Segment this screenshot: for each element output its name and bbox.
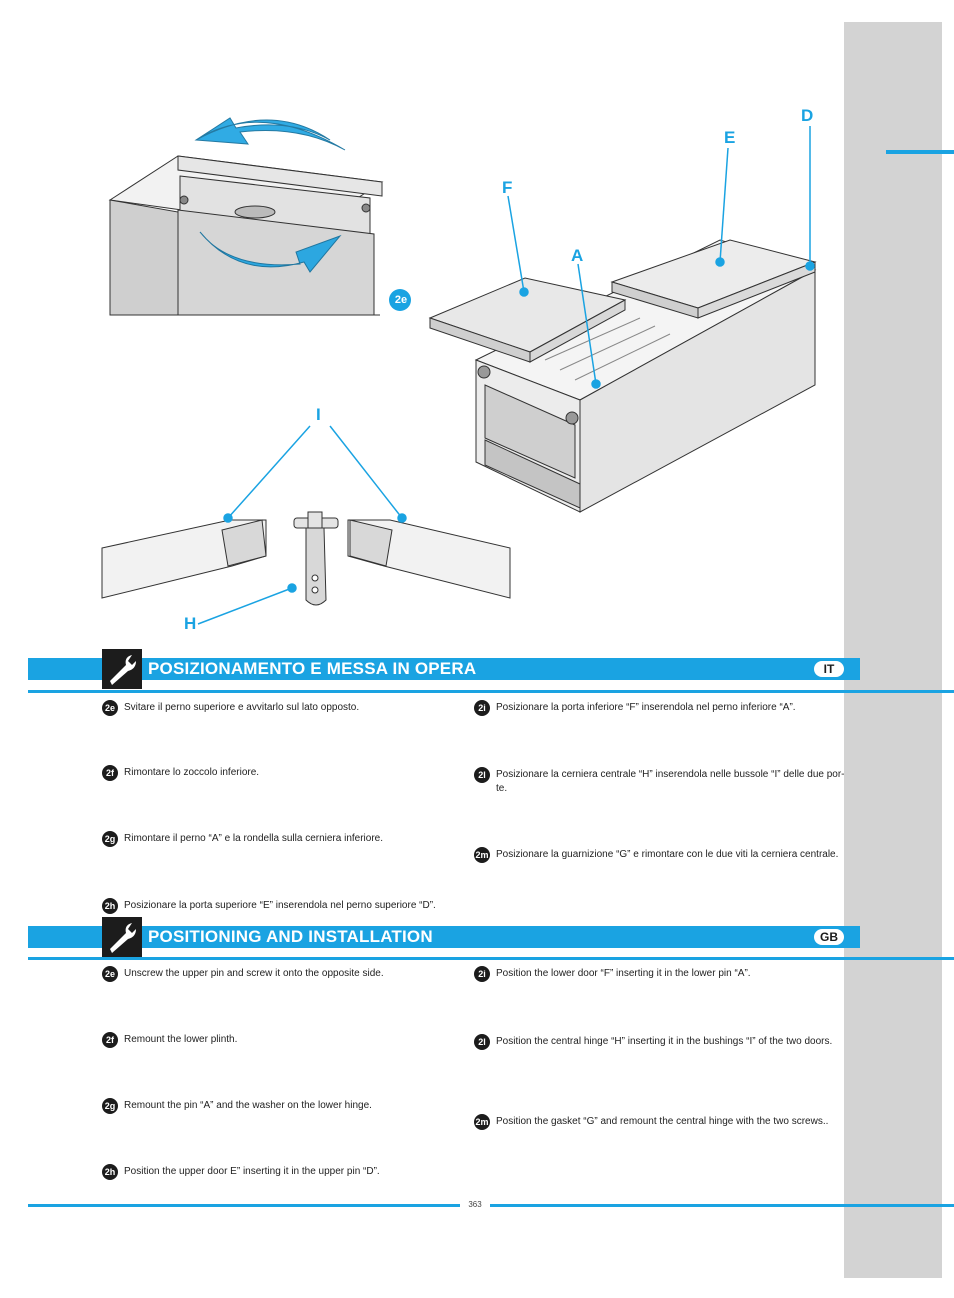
step-badge: 2i [474,966,490,982]
rotate-arrow-top [194,117,346,151]
callout-label-d: D [801,106,814,125]
page-number: 363 [468,1200,482,1209]
step-badge: 2g [102,831,118,847]
callout-label-f: F [502,178,513,197]
step-badge: 2e [102,700,118,716]
section-header-gb: POSITIONING AND INSTALLATION GB [28,917,860,957]
step-text-continued: te. [496,783,508,794]
footer-rule-right [490,1204,954,1207]
step-badge: 2m [474,847,490,863]
section-title-gb: POSITIONING AND INSTALLATION [148,927,433,946]
step-badge: 2f [102,1032,118,1048]
step-text: Position the upper door E” inserting it … [124,1166,380,1177]
fridge-top-view [108,155,384,316]
step-badge: 2f [102,765,118,781]
rotate-arrow-bottom [199,231,342,273]
lang-badge-it: IT [814,661,844,677]
section-rule-it [28,690,954,693]
figure-badge: 2e [394,294,408,306]
step-text: Posizionare la porta inferiore “F” inser… [496,702,796,713]
wrench-icon [102,917,142,957]
step-text: Svitare il perno superiore e avvitarlo s… [124,702,360,713]
step-text: Posizionare la porta superiore “E” inser… [124,900,436,911]
step-badge: 2i [474,700,490,716]
step-badge: 2e [102,966,118,982]
callout-label-a: A [571,246,584,265]
hinge-detail [101,511,511,606]
step-text: Remount the pin “A” and the washer on th… [124,1100,372,1111]
side-tab-marker [886,150,954,154]
section-header-it: POSIZIONAMENTO E MESSA IN OPERA IT [28,649,860,689]
step-badge: 2h [102,1164,118,1180]
step-badge: 2m [474,1114,490,1130]
step-text: Position the lower door “F” inserting it… [496,968,751,979]
step-text: Position the central hinge “H” inserting… [496,1036,833,1047]
step-text: Position the gasket “G” and remount the … [496,1116,829,1127]
step-text: Posizionare la guarnizione “G” e rimonta… [496,849,839,860]
step-text: Remount the lower plinth. [124,1034,238,1045]
fridge-assembly [428,239,817,513]
step-badge: 2h [102,898,118,914]
step-badge: 2l [474,767,490,783]
callout-leaders-right [507,126,815,389]
step-text: Posizionare la cerniera centrale “H” ins… [496,769,845,780]
section-rule-gb [28,957,954,960]
callout-label-i: I [316,405,321,424]
section-title-it: POSIZIONAMENTO E MESSA IN OPERA [148,659,477,678]
callout-label-e: E [724,128,736,147]
callout-label-h: H [184,614,197,633]
lang-badge-gb: GB [814,929,844,945]
step-badge: 2g [102,1098,118,1114]
installation-illustration [101,117,817,625]
step-text: Rimontare lo zoccolo inferiore. [124,767,260,778]
step-badge: 2l [474,1034,490,1050]
step-text: Unscrew the upper pin and screw it onto … [124,968,384,979]
wrench-icon [102,649,142,689]
footer-rule-left [28,1204,460,1207]
step-text: Rimontare il perno “A” e la rondella sul… [124,833,384,844]
side-tab-panel [844,22,942,1278]
callout-leaders-hinge [197,425,407,625]
